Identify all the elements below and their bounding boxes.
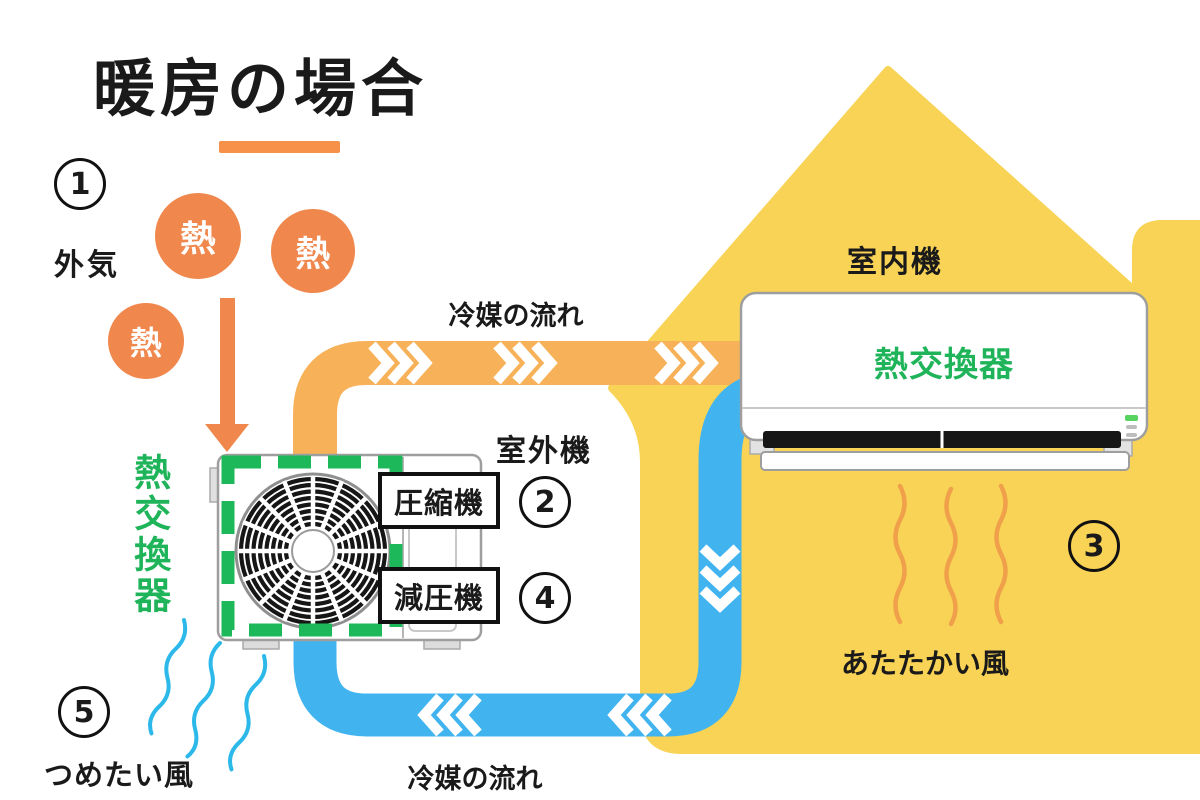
warm-air-waves (893, 483, 1008, 627)
step-5-number: 5 (73, 694, 95, 730)
outdoor-unit-label: 室外機 (496, 434, 592, 469)
step-5-badge: 5 (58, 686, 110, 738)
step-4-badge: 4 (519, 572, 571, 624)
hot-pipe (293, 341, 800, 468)
outdoor-heat-exchanger-frame (221, 455, 403, 637)
indoor-unit-label: 室内機 (847, 245, 943, 280)
compressor-label-box: 圧縮機 (378, 472, 500, 529)
indoor-indicator-lights (1125, 415, 1138, 437)
refrigerant-flow-label-bottom: 冷媒の流れ (407, 764, 543, 795)
page-title: 暖房の場合 (93, 52, 429, 125)
step-3-badge: 3 (1068, 520, 1120, 572)
indoor-louver (760, 451, 1130, 471)
outdoor-heat-exchanger-label: 熱交換器 (127, 453, 171, 617)
cold-air-waves (148, 618, 268, 772)
title-underline (219, 141, 340, 153)
heat-bubble: 熱 (271, 209, 355, 293)
refrigerant-flow-label-top: 冷媒の流れ (448, 301, 584, 332)
step-2-number: 2 (534, 484, 556, 520)
indoor-unit (739, 291, 1149, 471)
cold-pipe-flow-arrows (417, 544, 741, 737)
cold-wind-label: つめたい風 (44, 758, 195, 792)
decompressor-label-box: 減圧機 (378, 567, 500, 624)
heat-bubble: 熱 (155, 193, 241, 279)
heat-bubble: 熱 (108, 303, 184, 379)
step-4-number: 4 (534, 580, 556, 616)
indoor-heat-exchanger-label: 熱交換器 (874, 345, 1014, 385)
outside-air-arrow (205, 298, 249, 452)
step-1-number: 1 (69, 166, 91, 202)
outdoor-fan (234, 472, 392, 630)
step-1-badge: 1 (54, 158, 106, 210)
step-3-number: 3 (1083, 528, 1105, 564)
hot-pipe-flow-arrows (368, 341, 719, 385)
step-2-badge: 2 (519, 476, 571, 528)
cold-pipe (293, 377, 762, 737)
outside-air-label: 外気 (54, 248, 120, 283)
warm-wind-label: あたたかい風 (840, 647, 1009, 680)
